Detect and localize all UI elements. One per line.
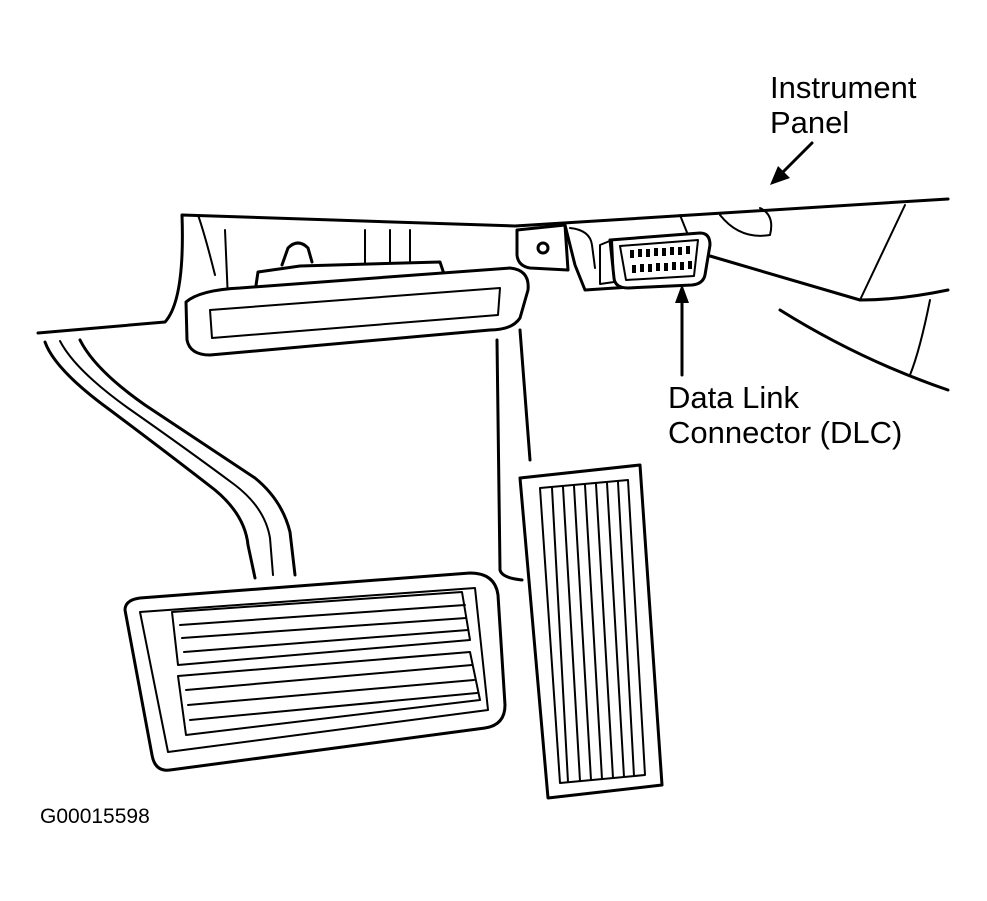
brake-pedal-arm [43,338,297,580]
instrument-panel-label: Instrument Panel [770,70,916,140]
data-link-connector [599,231,712,290]
dlc-arrow [675,284,689,377]
accelerator-pedal-arm [495,328,532,582]
instrument-panel-label-line-2: Panel [770,105,850,140]
brake-pedal-pad [123,571,507,772]
instrument-panel-arrow [770,141,814,185]
dlc-label-line-1: Data Link [668,380,799,415]
instrument-panel-outline [36,197,950,392]
figure-id: G00015598 [40,805,150,828]
brake-pedal-bracket [184,241,530,357]
dlc-label-line-2: Connector (DLC) [668,415,903,450]
instrument-panel-label-line-1: Instrument [770,70,917,105]
accelerator-pedal-pad [518,463,664,800]
dlc-mounting-bracket [515,223,662,292]
dlc-label: Data Link Connector (DLC) [668,380,902,450]
